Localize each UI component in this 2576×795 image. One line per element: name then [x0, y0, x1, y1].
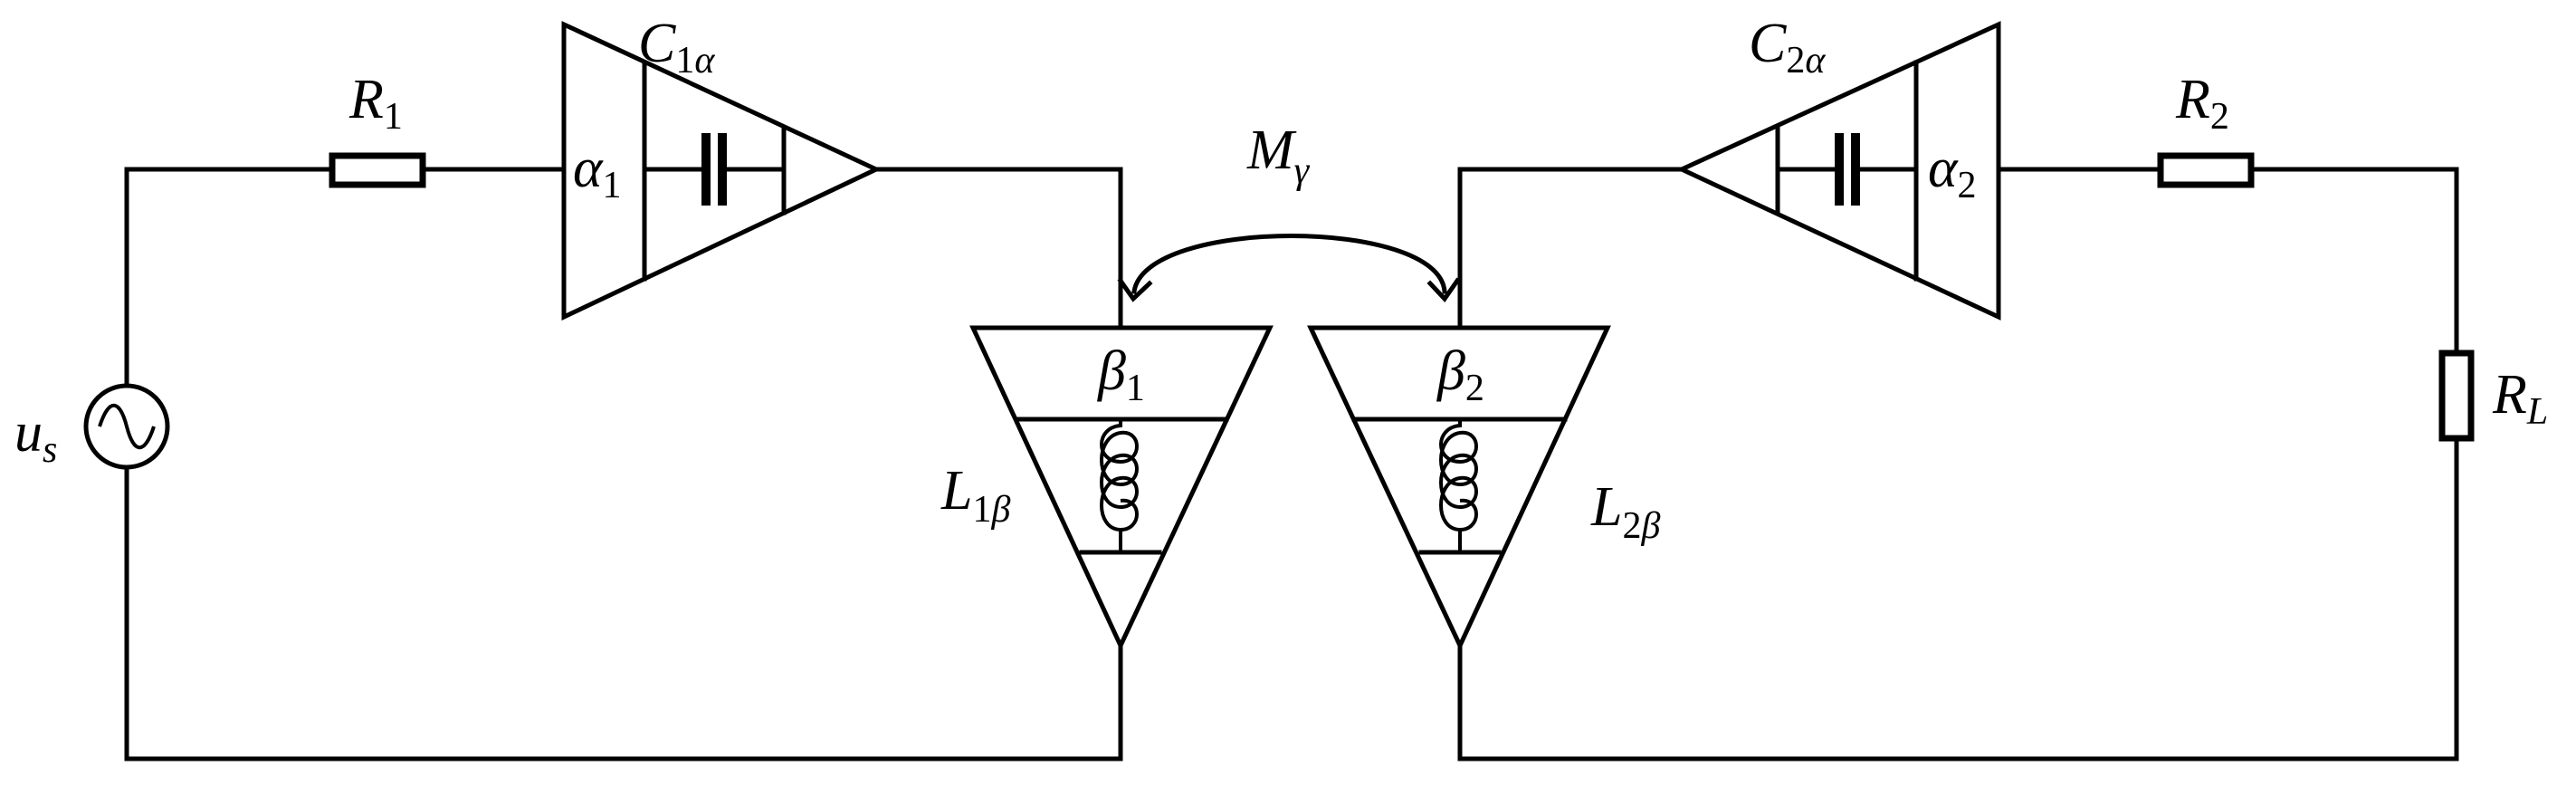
- label-us: us: [14, 402, 57, 471]
- fractional-inductor-l2: [1307, 325, 1611, 651]
- resistor-rl: [2438, 350, 2475, 442]
- label-c1alpha: C1α: [638, 13, 715, 81]
- left-arrowhead-icon: [1117, 277, 1153, 302]
- primary-left-wire: [124, 167, 333, 388]
- label-rl: RL: [2492, 364, 2548, 433]
- secondary-wire-inductor-to-capacitor: [1457, 167, 1684, 330]
- label-c2alpha: C2α: [1749, 13, 1826, 81]
- label-alpha2: α2: [1928, 138, 1977, 206]
- fractional-capacitor-c1: [561, 21, 882, 321]
- primary-wire-capacitor-to-inductor: [873, 167, 1123, 330]
- fractional-inductor-l1: [969, 325, 1274, 651]
- secondary-bottom-wire: [1457, 438, 2459, 761]
- label-alpha1: α1: [573, 138, 622, 206]
- secondary-circuit: [1307, 21, 2475, 761]
- sine-wave-icon: [98, 404, 156, 449]
- inductor-l2-coil-icon: [1439, 419, 1478, 552]
- label-mgamma: Mγ: [1246, 120, 1311, 192]
- labels: us R1 C1α α1 Mγ β1 β2 L1β L2β C2α: [14, 13, 2548, 547]
- label-beta2: β2: [1436, 340, 1484, 409]
- label-r2: R2: [2175, 69, 2229, 138]
- inductor-l1-coil-icon: [1100, 419, 1139, 552]
- mutual-coupling-arrow: [1117, 234, 1461, 302]
- inductor-l1-triangle: [969, 325, 1274, 651]
- primary-circuit: [83, 21, 1274, 761]
- label-l1beta: L1β: [940, 460, 1010, 531]
- label-l2beta: L2β: [1590, 476, 1660, 547]
- inductor-l2-triangle: [1307, 325, 1611, 651]
- primary-source-bottom-wire: [124, 466, 1123, 761]
- capacitor-c1-triangle: [561, 21, 882, 321]
- label-r1: R1: [348, 69, 403, 138]
- label-beta1: β1: [1097, 340, 1145, 409]
- capacitor-c2-triangle: [1676, 21, 2001, 321]
- fractional-capacitor-c2: [1676, 21, 2001, 321]
- coupling-arc: [1131, 234, 1447, 294]
- ac-voltage-source: [83, 383, 170, 470]
- resistor-r1: [329, 152, 426, 188]
- right-arrowhead-icon: [1426, 277, 1461, 302]
- resistor-r2: [2157, 152, 2255, 188]
- secondary-right-wire: [2251, 167, 2459, 353]
